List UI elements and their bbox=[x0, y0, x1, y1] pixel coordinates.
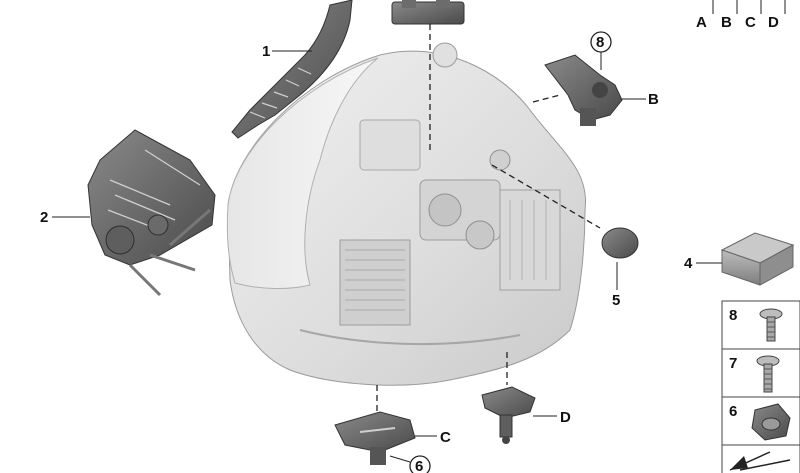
callout-5: 5 bbox=[612, 292, 620, 309]
part-d-sensor bbox=[481, 386, 536, 444]
callout-b: B bbox=[648, 91, 659, 108]
callout-4: 4 bbox=[684, 255, 693, 272]
part-4-box bbox=[720, 232, 795, 286]
cap-dash bbox=[491, 164, 601, 229]
part-2-bracket bbox=[87, 129, 216, 297]
callout-6-circle bbox=[409, 455, 431, 473]
callout-8: 8 bbox=[596, 34, 604, 51]
top-connector bbox=[391, 0, 465, 25]
panel-label-7: 7 bbox=[729, 355, 737, 372]
callout-1: 1 bbox=[262, 43, 270, 60]
header-key-d: D bbox=[768, 14, 779, 31]
callout-c: C bbox=[440, 429, 451, 446]
parts-side-panel: 8 7 6 bbox=[721, 300, 800, 473]
header-key-a: A bbox=[696, 14, 707, 31]
panel-label-6: 6 bbox=[729, 403, 737, 420]
callout-6: 6 bbox=[415, 458, 423, 473]
callout-2: 2 bbox=[40, 209, 48, 226]
header-key-b: B bbox=[721, 14, 732, 31]
header-key-ticks bbox=[712, 0, 786, 14]
part-1-bracket bbox=[231, 0, 353, 139]
part-c-bracket bbox=[334, 411, 416, 465]
header-key-c: C bbox=[745, 14, 756, 31]
callout-d: D bbox=[560, 409, 571, 426]
b-dash bbox=[532, 94, 561, 103]
panel-label-8: 8 bbox=[729, 307, 737, 324]
part-b-sensor bbox=[544, 54, 623, 126]
headlight-housing bbox=[226, 42, 587, 386]
header-key-row: A B C D bbox=[696, 0, 786, 31]
leader-6 bbox=[389, 455, 411, 463]
part-5-cap bbox=[601, 227, 639, 259]
